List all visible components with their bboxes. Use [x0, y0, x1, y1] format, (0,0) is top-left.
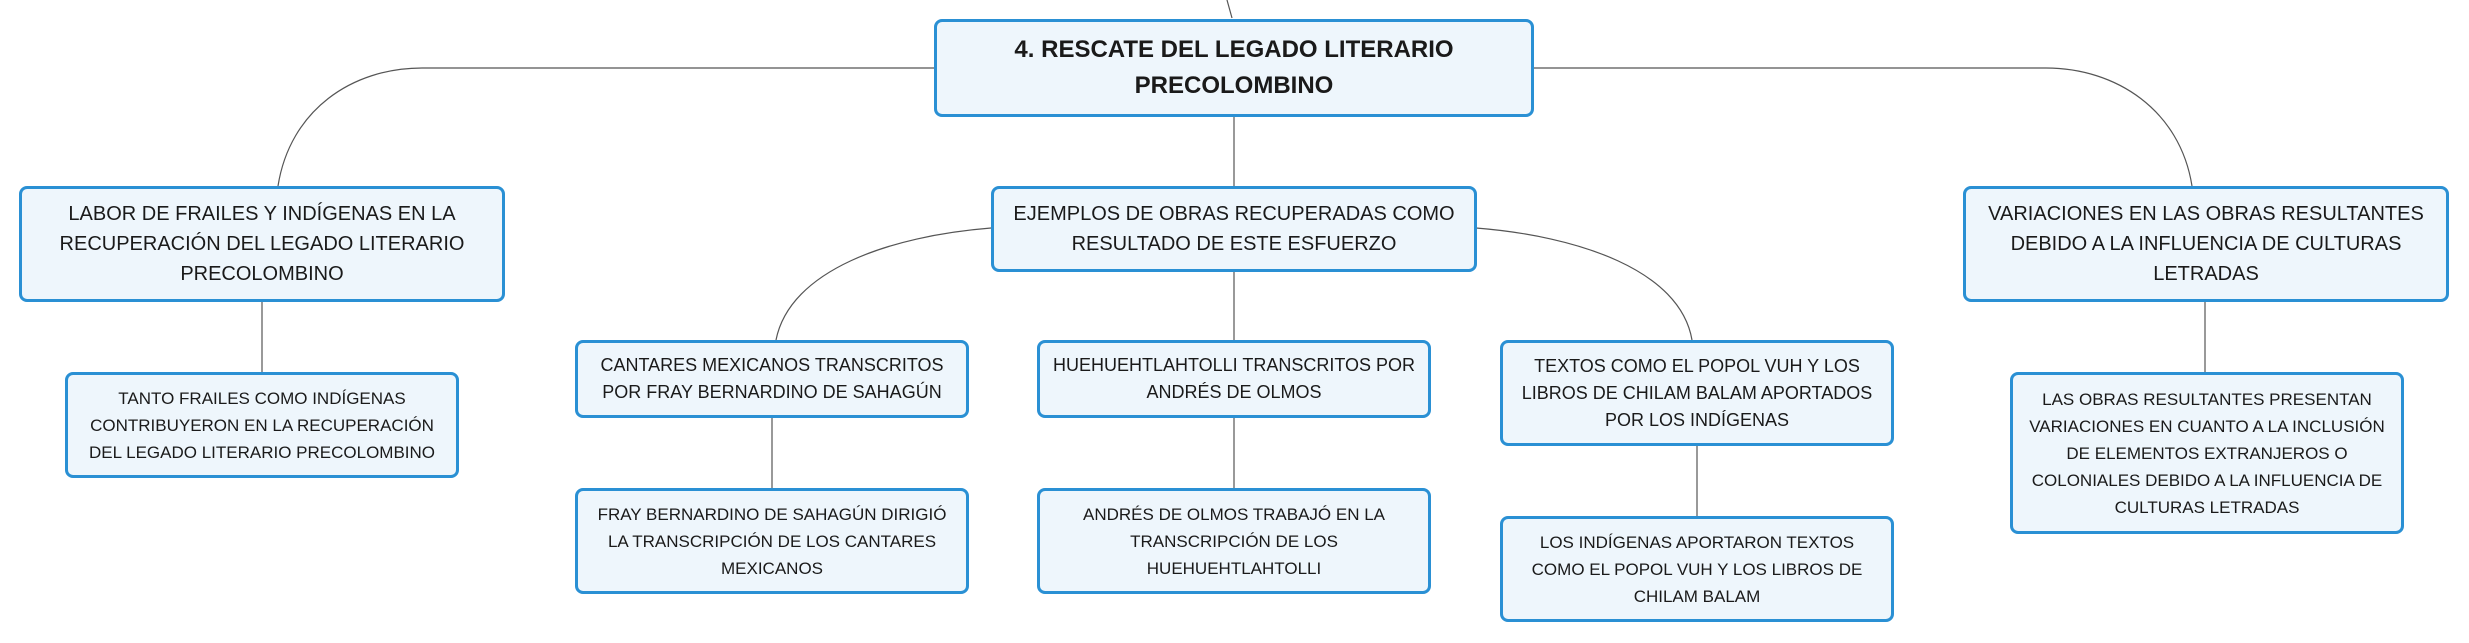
- connector-branch-2-child-1: [775, 227, 992, 341]
- connector-root-branch-3: [1533, 67, 2193, 187]
- branch-label: LABOR DE FRAILES Y INDÍGENAS EN LA RECUP…: [59, 203, 465, 285]
- subtopic-label: CANTARES MEXICANOS TRANSCRITOS POR FRAY …: [600, 355, 944, 402]
- branch-variaciones-obras[interactable]: VARIACIONES EN LAS OBRAS RESULTANTES DEB…: [1963, 186, 2449, 302]
- leaf-sahagun[interactable]: FRAY BERNARDINO DE SAHAGÚN DIRIGIÓ LA TR…: [575, 488, 969, 594]
- branch-label: VARIACIONES EN LAS OBRAS RESULTANTES DEB…: [1988, 203, 2424, 285]
- leaf-frailes-indigenas[interactable]: TANTO FRAILES COMO INDÍGENAS CONTRIBUYER…: [65, 372, 459, 478]
- root-topic-label: 4. RESCATE DEL LEGADO LITERARIO PRECOLOM…: [1014, 36, 1454, 99]
- subtopic-huehuehtlahtolli[interactable]: HUEHUEHTLAHTOLLI TRANSCRITOS POR ANDRÉS …: [1037, 340, 1431, 418]
- root-topic[interactable]: 4. RESCATE DEL LEGADO LITERARIO PRECOLOM…: [934, 19, 1534, 117]
- leaf-label: LOS INDÍGENAS APORTARON TEXTOS COMO EL P…: [1531, 532, 1863, 606]
- branch-labor-frailes[interactable]: LABOR DE FRAILES Y INDÍGENAS EN LA RECUP…: [19, 186, 505, 302]
- leaf-variaciones[interactable]: LAS OBRAS RESULTANTES PRESENTAN VARIACIO…: [2010, 372, 2404, 534]
- branch-label: EJEMPLOS DE OBRAS RECUPERADAS COMO RESUL…: [1013, 203, 1455, 255]
- subtopic-cantares-mexicanos[interactable]: CANTARES MEXICANOS TRANSCRITOS POR FRAY …: [575, 340, 969, 418]
- subtopic-label: TEXTOS COMO EL POPOL VUH Y LOS LIBROS DE…: [1521, 355, 1873, 430]
- leaf-label: LAS OBRAS RESULTANTES PRESENTAN VARIACIO…: [2029, 389, 2385, 517]
- leaf-label: FRAY BERNARDINO DE SAHAGÚN DIRIGIÓ LA TR…: [597, 504, 947, 578]
- branch-ejemplos-obras[interactable]: EJEMPLOS DE OBRAS RECUPERADAS COMO RESUL…: [991, 186, 1477, 272]
- connector-root-branch-1: [277, 67, 934, 187]
- leaf-label: TANTO FRAILES COMO INDÍGENAS CONTRIBUYER…: [88, 388, 436, 462]
- connector-branch-2-child-3: [1475, 227, 1693, 341]
- leaf-indigenas-textos[interactable]: LOS INDÍGENAS APORTARON TEXTOS COMO EL P…: [1500, 516, 1894, 622]
- subtopic-popol-vuh[interactable]: TEXTOS COMO EL POPOL VUH Y LOS LIBROS DE…: [1500, 340, 1894, 446]
- leaf-olmos[interactable]: ANDRÉS DE OLMOS TRABAJÓ EN LA TRANSCRIPC…: [1037, 488, 1431, 594]
- subtopic-label: HUEHUEHTLAHTOLLI TRANSCRITOS POR ANDRÉS …: [1052, 355, 1416, 402]
- connector-root-top: [1226, 0, 1233, 19]
- leaf-label: ANDRÉS DE OLMOS TRABAJÓ EN LA TRANSCRIPC…: [1083, 504, 1385, 578]
